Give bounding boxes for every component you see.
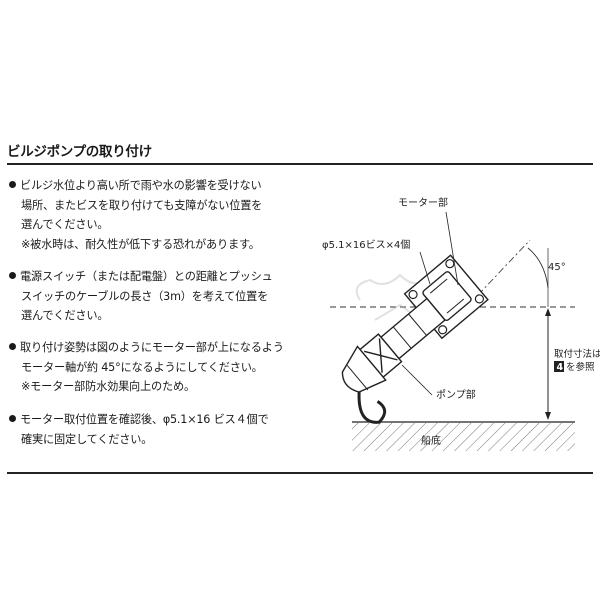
divider-top — [7, 163, 593, 165]
bullet-icon — [9, 343, 16, 350]
instruction-item-1: ビルジ水位より高い所で雨や水の影響を受けない 場所、またビスを取り付けても支障が… — [9, 176, 262, 254]
dimension-note-line1: 取付寸法は — [554, 348, 600, 360]
instruction-text: 取り付け姿勢は図のようにモーター部が上になるよう — [20, 341, 284, 354]
instruction-text: モーター取付位置を確認後、φ5.1×16 ビス４個で — [20, 413, 269, 426]
instruction-text: 確実に固定してください。 — [21, 432, 153, 446]
dimension-note-line2: を参照 — [566, 361, 595, 373]
angle-label: 45° — [548, 262, 566, 273]
angle-reference-line — [477, 239, 531, 296]
bullet-icon — [9, 272, 16, 279]
motor-section — [422, 271, 472, 322]
dimension-ref-badge — [554, 361, 564, 372]
pump-section — [359, 333, 403, 379]
bullet-icon — [9, 181, 16, 188]
mounting-bracket — [403, 254, 489, 340]
motor-leader-line — [445, 211, 459, 286]
instruction-note: ※モーター部防水効果向上のため。 — [21, 380, 195, 393]
hose — [357, 391, 387, 424]
instruction-text: ビルジ水位より高い所で雨や水の影響を受けない — [20, 179, 262, 192]
instruction-item-4: モーター取付位置を確認後、φ5.1×16 ビス４個で 確実に固定してください。 — [9, 410, 269, 449]
instruction-text: モーター軸が約 45°になるようにしてください。 — [21, 360, 263, 374]
divider-bottom — [7, 472, 593, 474]
instruction-text: 選んでください。 — [21, 309, 109, 322]
screws-leader-line — [419, 251, 431, 285]
instruction-text: 場所、またビスを取り付けても支障がない位置を — [21, 198, 263, 212]
pump-label: ポンプ部 — [436, 388, 476, 401]
section-title: ビルジポンプの取り付け — [7, 144, 152, 160]
dimension-arrow-down-icon — [545, 412, 551, 420]
instruction-text: 選んでください。 — [21, 218, 109, 231]
dimension-ref-number: 4 — [557, 362, 564, 373]
pump-inlet — [341, 345, 387, 393]
dimension-arrow-up-icon — [545, 308, 551, 316]
screws-label: φ5.1×16ビス×4個 — [322, 238, 410, 251]
background-illustration — [355, 273, 431, 321]
instruction-item-2: 電源スイッチ（または配電盤）との距離とプッシュ スイッチのケーブルの長さ（3m）… — [9, 267, 273, 326]
instruction-note: ※被水時は、耐久性が低下する恐れがあります。 — [21, 237, 260, 251]
hull-bottom-hatch — [352, 423, 575, 451]
pump-housing — [379, 297, 446, 360]
angle-arc — [527, 247, 549, 289]
bilge-pump — [341, 254, 489, 424]
pump-leader-line — [401, 364, 433, 396]
motor-label: モーター部 — [398, 196, 448, 209]
hull-bottom-label: 船底 — [421, 434, 441, 447]
instruction-text: スイッチのケーブルの長さ（3m）を考えて位置を — [21, 289, 269, 303]
bullet-icon — [9, 415, 16, 422]
instruction-text: 電源スイッチ（または配電盤）との距離とプッシュ — [20, 270, 273, 283]
instruction-item-3: 取り付け姿勢は図のようにモーター部が上になるよう モーター軸が約 45°になるよ… — [9, 338, 284, 397]
